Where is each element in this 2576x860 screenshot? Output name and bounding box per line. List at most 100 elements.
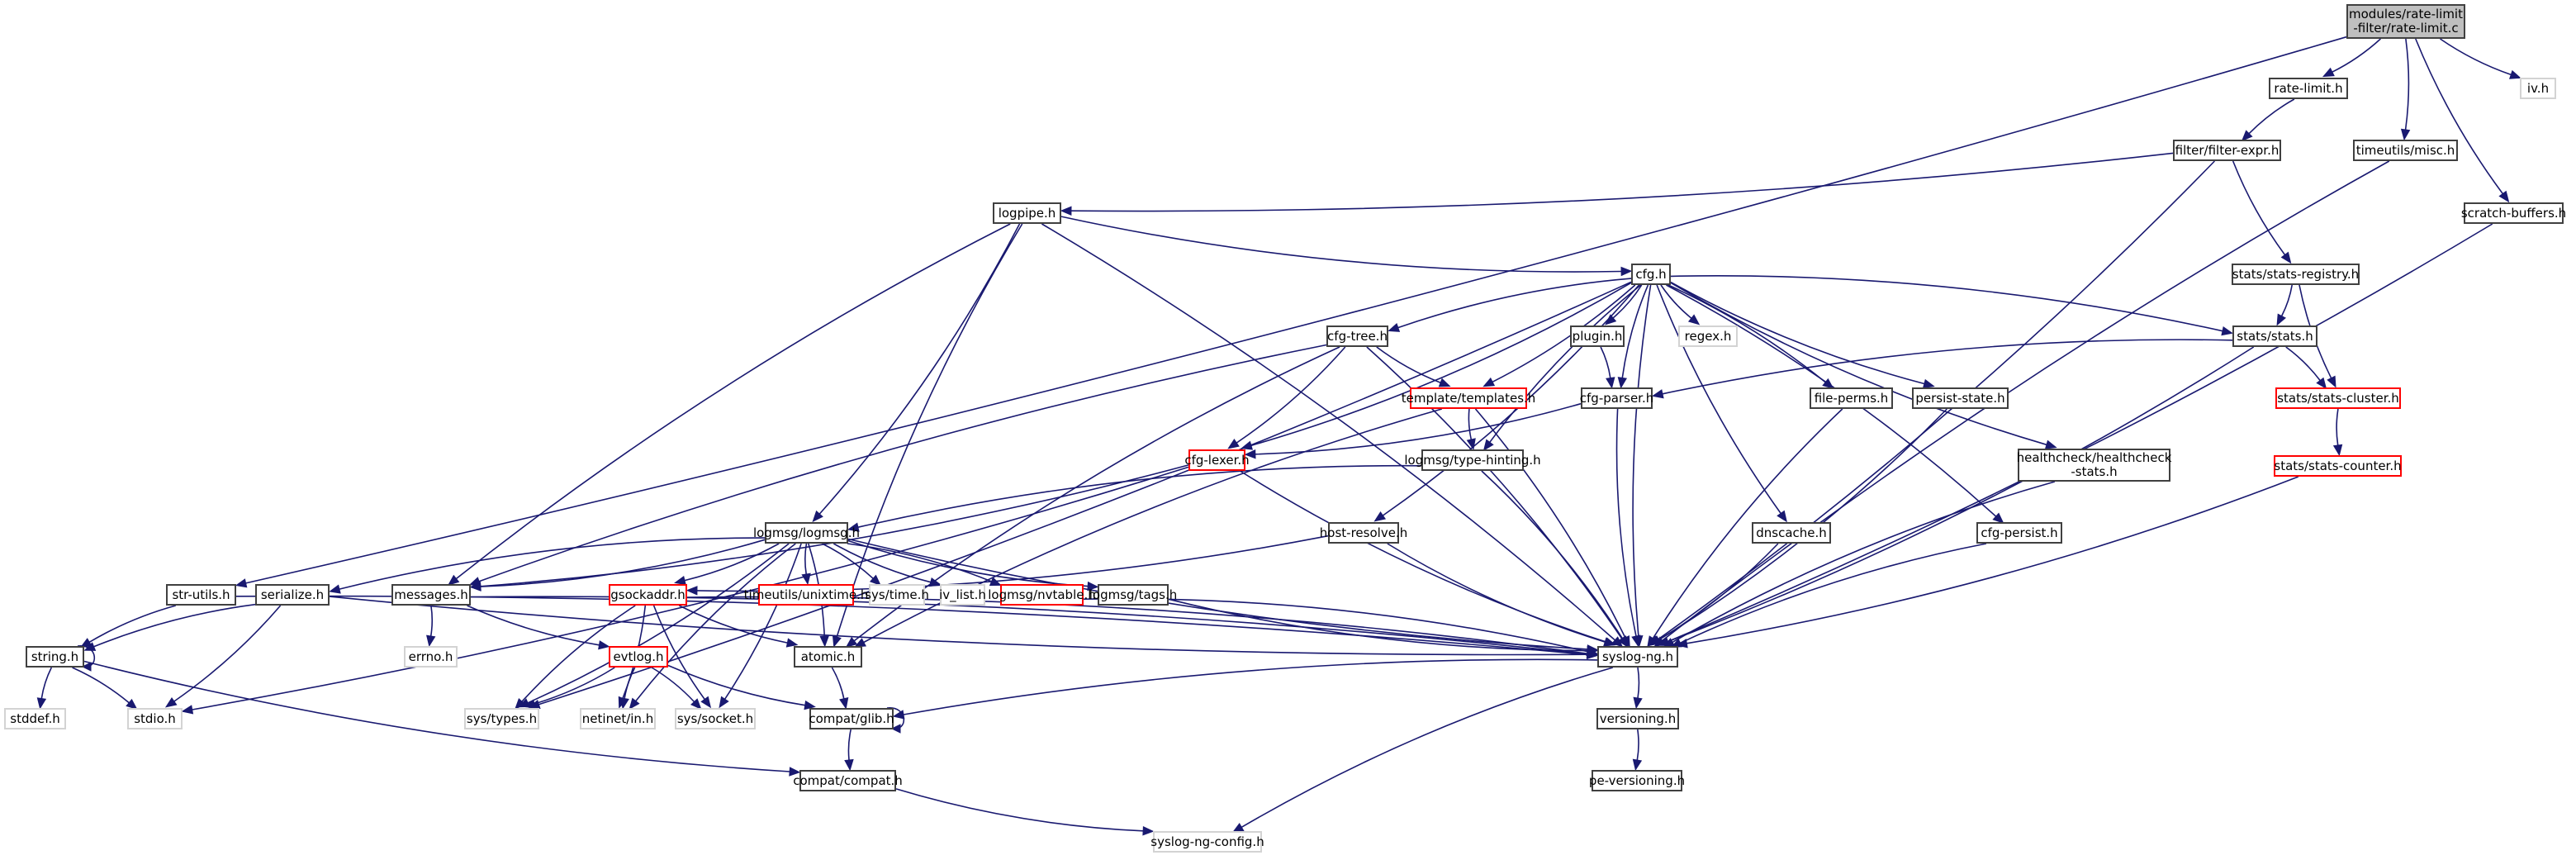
edge-cfg-h-to-syslog-ng-h (1632, 284, 1652, 648)
edge-host-resolve-h-to-syslog-ng-h (1387, 543, 1616, 647)
edge-stats-registry-h-to-stats-h (2276, 284, 2293, 326)
edge-plugin-h-to-cfg-parser-h (1600, 346, 1615, 389)
node-logpipe-h[interactable]: logpipe.h (993, 202, 1061, 224)
edge-evtlog-h-to-sys-socket-h (651, 667, 702, 710)
node-filter-expr-h[interactable]: filter/filter-expr.h (2173, 140, 2281, 161)
node-pe-versioning-h[interactable]: pe-versioning.h (1589, 770, 1685, 791)
node-cfg-h[interactable]: cfg.h (1631, 264, 1671, 285)
edge-type-hinting-h-to-logmsg-h (847, 464, 1422, 532)
node-messages-h[interactable]: messages.h (391, 584, 471, 606)
edge-cfg-tree-h-to-templates-h (1376, 346, 1451, 387)
edge-logmsg-h-to-messages-h (469, 539, 766, 592)
edge-syslog-ng-h-to-versioning-h (1633, 667, 1643, 710)
node-stdio-h[interactable]: stdio.h (127, 708, 183, 729)
edge-cfg-h-to-templates-h (1483, 284, 1636, 387)
edge-versioning-h-to-pe-versioning-h (1632, 729, 1643, 772)
edge-logmsg-h-to-nvtable-h (847, 543, 1002, 587)
edge-logmsg-h-to-iv-list-h (833, 543, 942, 587)
edge-rate-limit-c-to-scratch-buffers-h (2415, 38, 2510, 203)
edge-str-utils-h-to-string-h (79, 605, 177, 649)
node-tags-h[interactable]: logmsg/tags.h (1089, 584, 1177, 606)
node-cfg-tree-h[interactable]: cfg-tree.h (1326, 325, 1388, 347)
node-stats-cluster-h[interactable]: stats/stats-cluster.h (2275, 387, 2401, 409)
node-nvtable-h[interactable]: logmsg/nvtable.h (988, 584, 1096, 606)
node-logmsg-h[interactable]: logmsg/logmsg.h (753, 522, 860, 544)
node-serialize-h[interactable]: serialize.h (255, 584, 330, 606)
edge-templates-h-to-syslog-ng-h (1474, 408, 1630, 648)
node-timeutils-misc-h[interactable]: timeutils/misc.h (2353, 140, 2458, 161)
node-sys-socket-h[interactable]: sys/socket.h (675, 708, 756, 729)
node-cfg-persist-h[interactable]: cfg-persist.h (1976, 522, 2062, 544)
node-iv-list-h[interactable]: iv_list.h (939, 584, 986, 606)
edge-rate-limit-h-to-filter-expr-h (2241, 98, 2295, 142)
edge-cfg-h-to-healthcheck-stats-h (1670, 282, 2057, 449)
node-cfg-parser-h[interactable]: cfg-parser.h (1580, 387, 1653, 409)
node-string-h[interactable]: string.h (26, 646, 84, 668)
node-gsockaddr-h[interactable]: gsockaddr.h (609, 584, 687, 606)
edge-logpipe-h-to-cfg-h (1060, 216, 1633, 277)
edge-filter-expr-h-to-stats-registry-h (2232, 160, 2292, 264)
node-compat-glib-h[interactable]: compat/glib.h (809, 708, 894, 729)
edge-gsockaddr-h-to-atomic-h (678, 605, 799, 648)
edge-logpipe-h-to-logmsg-h (812, 223, 1021, 523)
node-syslog-ng-config-h[interactable]: syslog-ng-config.h (1150, 831, 1264, 853)
edge-type-hinting-h-to-syslog-ng-h (1481, 470, 1629, 648)
node-persist-state-h[interactable]: persist-state.h (1912, 387, 2009, 409)
node-dnscache-h[interactable]: dnscache.h (1752, 522, 1831, 544)
node-atomic-h[interactable]: atomic.h (794, 646, 862, 668)
node-rate-limit-h[interactable]: rate-limit.h (2269, 78, 2348, 99)
node-str-utils-h[interactable]: str-utils.h (166, 584, 236, 606)
edge-cfg-h-to-regex-h (1660, 284, 1701, 325)
edge-cfg-h-to-stats-h (1670, 275, 2234, 336)
edge-scratch-buffers-h-to-syslog-ng-h (1658, 223, 2493, 646)
edge-stats-cluster-h-to-stats-counter-h (2332, 408, 2343, 457)
node-versioning-h[interactable]: versioning.h (1596, 708, 1679, 729)
node-netinet-in-h[interactable]: netinet/in.h (580, 708, 656, 729)
edge-logmsg-h-to-unixtime-h (801, 543, 811, 586)
edge-healthcheck-stats-h-to-syslog-ng-h (1663, 481, 2056, 648)
node-evtlog-h[interactable]: evtlog.h (609, 646, 668, 668)
edge-syslog-ng-h-to-compat-glib-h (892, 658, 1598, 720)
edge-string-h-to-stdio-h (72, 667, 138, 710)
edge-gsockaddr-h-to-sys-socket-h (652, 605, 712, 709)
node-scratch-buffers-h[interactable]: scratch-buffers.h (2461, 202, 2566, 224)
node-templates-h[interactable]: template/templates.h (1402, 387, 1535, 409)
edge-templates-h-to-type-hinting-h (1466, 408, 1476, 450)
node-file-perms-h[interactable]: file-perms.h (1810, 387, 1893, 409)
node-healthcheck-stats-h[interactable]: healthcheck/healthcheck -stats.h (2017, 449, 2171, 482)
node-unixtime-h[interactable]: timeutils/unixtime.h (744, 584, 868, 606)
edge-cfg-h-to-cfg-parser-h (1617, 284, 1649, 389)
edge-compat-glib-h-to-compat-compat-h (844, 729, 854, 772)
node-cfg-lexer-h[interactable]: cfg-lexer.h (1184, 449, 1250, 471)
node-stats-counter-h[interactable]: stats/stats-counter.h (2274, 455, 2402, 477)
edge-tags-h-to-syslog-ng-h (1168, 598, 1599, 656)
edge-rate-limit-c-to-rate-limit-h (2322, 38, 2381, 78)
node-syslog-ng-h[interactable]: syslog-ng.h (1597, 646, 1678, 668)
edge-compat-compat-h-to-syslog-ng-config-h (895, 788, 1155, 836)
node-stats-h[interactable]: stats/stats.h (2232, 325, 2317, 347)
edge-syslog-ng-h-to-syslog-ng-config-h (1231, 667, 1614, 833)
edge-serialize-h-to-string-h (83, 603, 256, 651)
edge-logmsg-h-to-serialize-h (329, 537, 766, 594)
edge-atomic-h-to-compat-glib-h (831, 667, 849, 710)
edge-logmsg-h-to-sys-time-h (822, 543, 881, 587)
edge-evtlog-h-to-sys-types-h (524, 667, 615, 709)
edge-stats-h-to-cfg-parser-h (1651, 339, 2233, 399)
node-errno-h[interactable]: errno.h (404, 646, 458, 668)
node-sys-time-h[interactable]: sys/time.h (865, 584, 929, 606)
edge-logpipe-h-to-messages-h (447, 223, 1011, 586)
node-regex-h[interactable]: regex.h (1678, 325, 1738, 347)
edge-cfg-h-to-cfg-tree-h (1388, 278, 1632, 332)
node-sys-types-h[interactable]: sys/types.h (464, 708, 539, 729)
node-rate-limit-c[interactable]: modules/rate-limit -filter/rate-limit.c (2346, 4, 2465, 39)
node-stddef-h[interactable]: stddef.h (4, 708, 66, 729)
edge-cfg-h-to-dnscache-h (1656, 284, 1787, 523)
node-host-resolve-h[interactable]: host-resolve.h (1320, 522, 1407, 544)
node-plugin-h[interactable]: plugin.h (1570, 325, 1625, 347)
node-type-hinting-h[interactable]: logmsg/type-hinting.h (1404, 449, 1541, 471)
edge-string-h-to-compat-compat-h (83, 660, 801, 777)
node-compat-compat-h[interactable]: compat/compat.h (793, 770, 903, 791)
node-stats-registry-h[interactable]: stats/stats-registry.h (2232, 264, 2360, 285)
edge-rate-limit-c-to-iv-h (2440, 38, 2521, 79)
node-iv-h[interactable]: iv.h (2520, 78, 2556, 99)
